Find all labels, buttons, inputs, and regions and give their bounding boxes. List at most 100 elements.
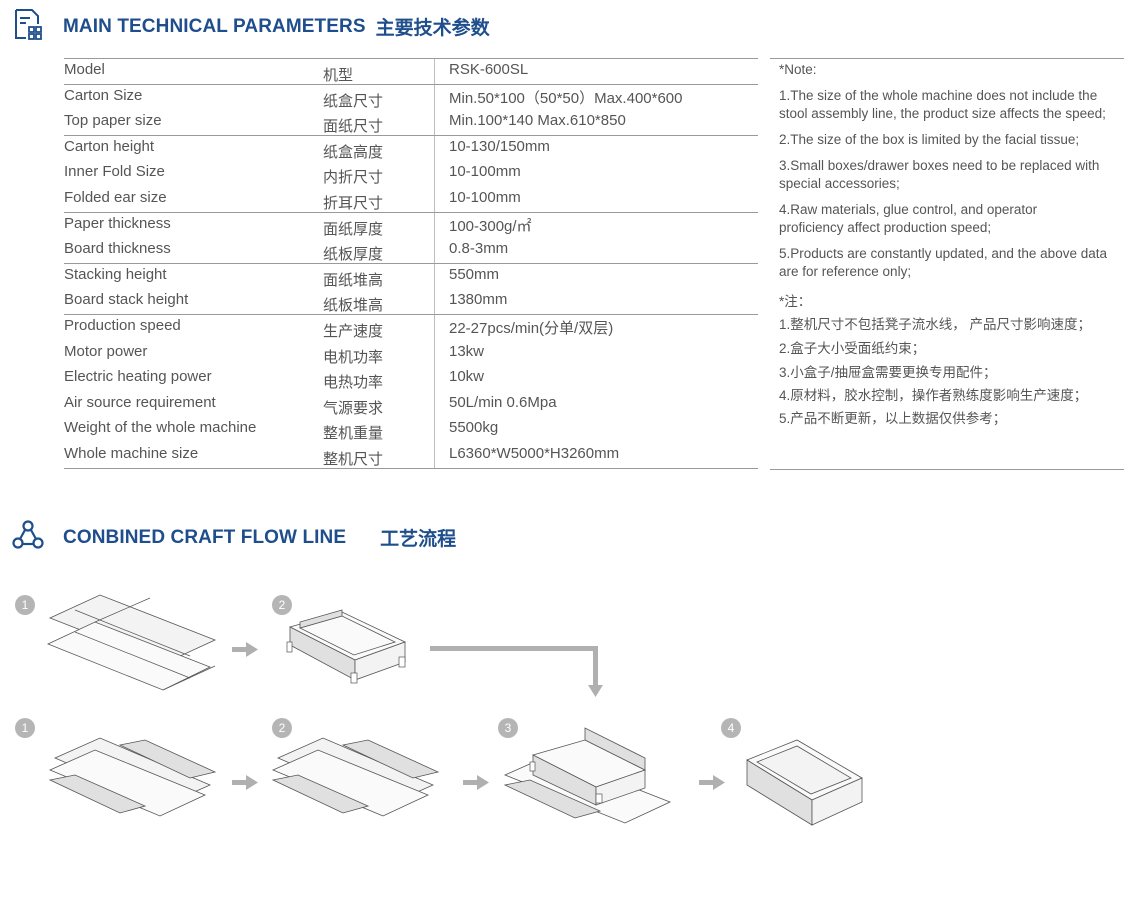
- table-row: Board thickness 纸板厚度 0.8-3mm: [64, 237, 758, 263]
- param-name: Carton Size: [64, 86, 143, 104]
- param-value: Min.100*140 Max.610*850: [449, 112, 626, 130]
- connector-arrow-icon: [430, 646, 603, 697]
- note-en-5: 5.Products are constantly updated, and t…: [779, 246, 1107, 279]
- step-badge: 3: [498, 718, 518, 738]
- document-grid-icon: [12, 8, 44, 40]
- notes-heading-cn: *注：: [779, 294, 812, 309]
- note-en-4: 4.Raw materials, glue control, and opera…: [779, 202, 1038, 235]
- column-divider: [434, 288, 435, 314]
- param-value: 0.8-3mm: [449, 240, 509, 258]
- note-cn-4: 4.原材料，胶水控制，操作者熟练度影响生产速度；: [779, 388, 1088, 403]
- column-divider: [434, 109, 435, 135]
- param-name: Folded ear size: [64, 188, 167, 206]
- column-divider: [434, 313, 435, 340]
- folded-board-figure-2: [271, 737, 440, 817]
- param-name: Carton height: [64, 137, 155, 155]
- process-nodes-icon: [12, 519, 44, 551]
- flow-diagram: .p { fill:#f3f3f3; stroke:#555; stroke-w…: [46, 594, 863, 826]
- param-name-cn: 生产速度: [323, 322, 384, 340]
- param-name-cn: 纸盒高度: [323, 143, 384, 161]
- table-row: Whole machine size 整机尺寸 L6360*W5000*H3260m…: [64, 441, 758, 468]
- param-value: Min.50*100（50*50）Max.400*600: [449, 89, 683, 107]
- notes-heading: *Note:: [779, 62, 817, 77]
- note-cn-2: 2.盒子大小受面纸约束；: [779, 341, 926, 356]
- notes-panel: *Note: 1.The size of the whole machine d…: [770, 58, 1124, 470]
- param-name-cn: 内折尺寸: [323, 169, 384, 187]
- param-name: Stacking height: [64, 265, 167, 283]
- step-badge: 2: [272, 595, 292, 615]
- table-rule: [64, 211, 758, 213]
- table-rule: [64, 467, 758, 469]
- table-row: Carton Size 纸盒尺寸 Min.50*100（50*50）Max.400*…: [64, 83, 758, 110]
- note-en-3: 3.Small boxes/drawer boxes need to be re…: [779, 158, 1100, 191]
- param-value: 10kw: [449, 368, 485, 386]
- param-value: 100-300g/㎡: [449, 217, 532, 235]
- param-value: 550mm: [449, 265, 500, 283]
- column-divider: [434, 390, 435, 417]
- table-row: Stacking height 面纸堆高 550mm: [64, 262, 758, 289]
- section-title-cn: 主要技术参数: [375, 18, 490, 39]
- column-divider: [434, 365, 435, 391]
- table-rule: [64, 134, 758, 136]
- section-header-parameters: MAIN TECHNICAL PARAMETERS 主要技术参数: [63, 13, 490, 40]
- column-divider: [434, 58, 435, 84]
- section-title-flow: CONBINED CRAFT FLOW LINE: [63, 526, 347, 548]
- arrow-right-icon: [463, 775, 489, 790]
- column-divider: [434, 339, 435, 366]
- column-divider: [434, 134, 435, 161]
- param-name: Board thickness: [64, 240, 171, 258]
- param-name-cn: 气源要求: [323, 399, 384, 417]
- column-divider: [434, 185, 435, 212]
- param-name: Board stack height: [64, 291, 189, 309]
- param-value: 10-100mm: [449, 188, 521, 206]
- column-divider: [434, 160, 435, 186]
- step-badge: 2: [272, 718, 292, 738]
- arrow-right-icon: [232, 642, 258, 657]
- box-on-board-figure: [503, 727, 672, 824]
- note-cn-1: 1.整机尺寸不包括凳子流水线， 产品尺寸影响速度；: [779, 317, 1092, 332]
- step-badge: 1: [15, 595, 35, 615]
- table-row: Folded ear size 折耳尺寸 10-100mm: [64, 185, 758, 212]
- table-rule: [64, 58, 758, 59]
- folded-board-figure-1: [48, 737, 217, 817]
- param-value: RSK-600SL: [449, 61, 529, 78]
- param-name-cn: 电热功率: [323, 374, 384, 392]
- column-divider: [434, 416, 435, 442]
- param-name-cn: 纸盒尺寸: [323, 92, 384, 110]
- column-divider: [434, 441, 435, 468]
- param-name: Motor power: [64, 342, 148, 360]
- note-en-1: 1.The size of the whole machine does not…: [779, 88, 1106, 121]
- step-badge: 1: [15, 718, 35, 738]
- column-divider: [434, 237, 435, 263]
- param-name: Air source requirement: [64, 393, 216, 411]
- param-name-cn: 面纸尺寸: [323, 118, 384, 136]
- param-value: 50L/min 0.6Mpa: [449, 393, 557, 411]
- table-rule: [64, 83, 758, 85]
- param-name-cn: 整机尺寸: [323, 450, 384, 468]
- param-name-cn: 折耳尺寸: [323, 194, 384, 212]
- param-name-cn: 机型: [323, 67, 354, 84]
- param-name-cn: 面纸厚度: [323, 220, 384, 238]
- finished-box-figure: [746, 739, 863, 826]
- param-value: 13kw: [449, 342, 485, 360]
- section-header-flow: CONBINED CRAFT FLOW LINE 工艺流程: [63, 524, 456, 551]
- param-name: Whole machine size: [64, 444, 199, 462]
- note-cn-3: 3.小盒子/抽屉盒需要更换专用配件；: [779, 365, 997, 380]
- param-name-cn: 面纸堆高: [323, 271, 384, 289]
- param-value: L6360*W5000*H3260mm: [449, 444, 620, 462]
- table-row: Air source requirement 气源要求 50L/min 0.6Mpa: [64, 390, 758, 417]
- table-rule: [64, 262, 758, 264]
- note-en-2: 2.The size of the box is limited by the …: [779, 132, 1080, 147]
- param-name-cn: 整机重量: [323, 425, 384, 443]
- param-name-cn: 纸板厚度: [323, 246, 384, 264]
- param-name-cn: 纸板堆高: [323, 297, 384, 315]
- flat-board-figure: [46, 594, 217, 691]
